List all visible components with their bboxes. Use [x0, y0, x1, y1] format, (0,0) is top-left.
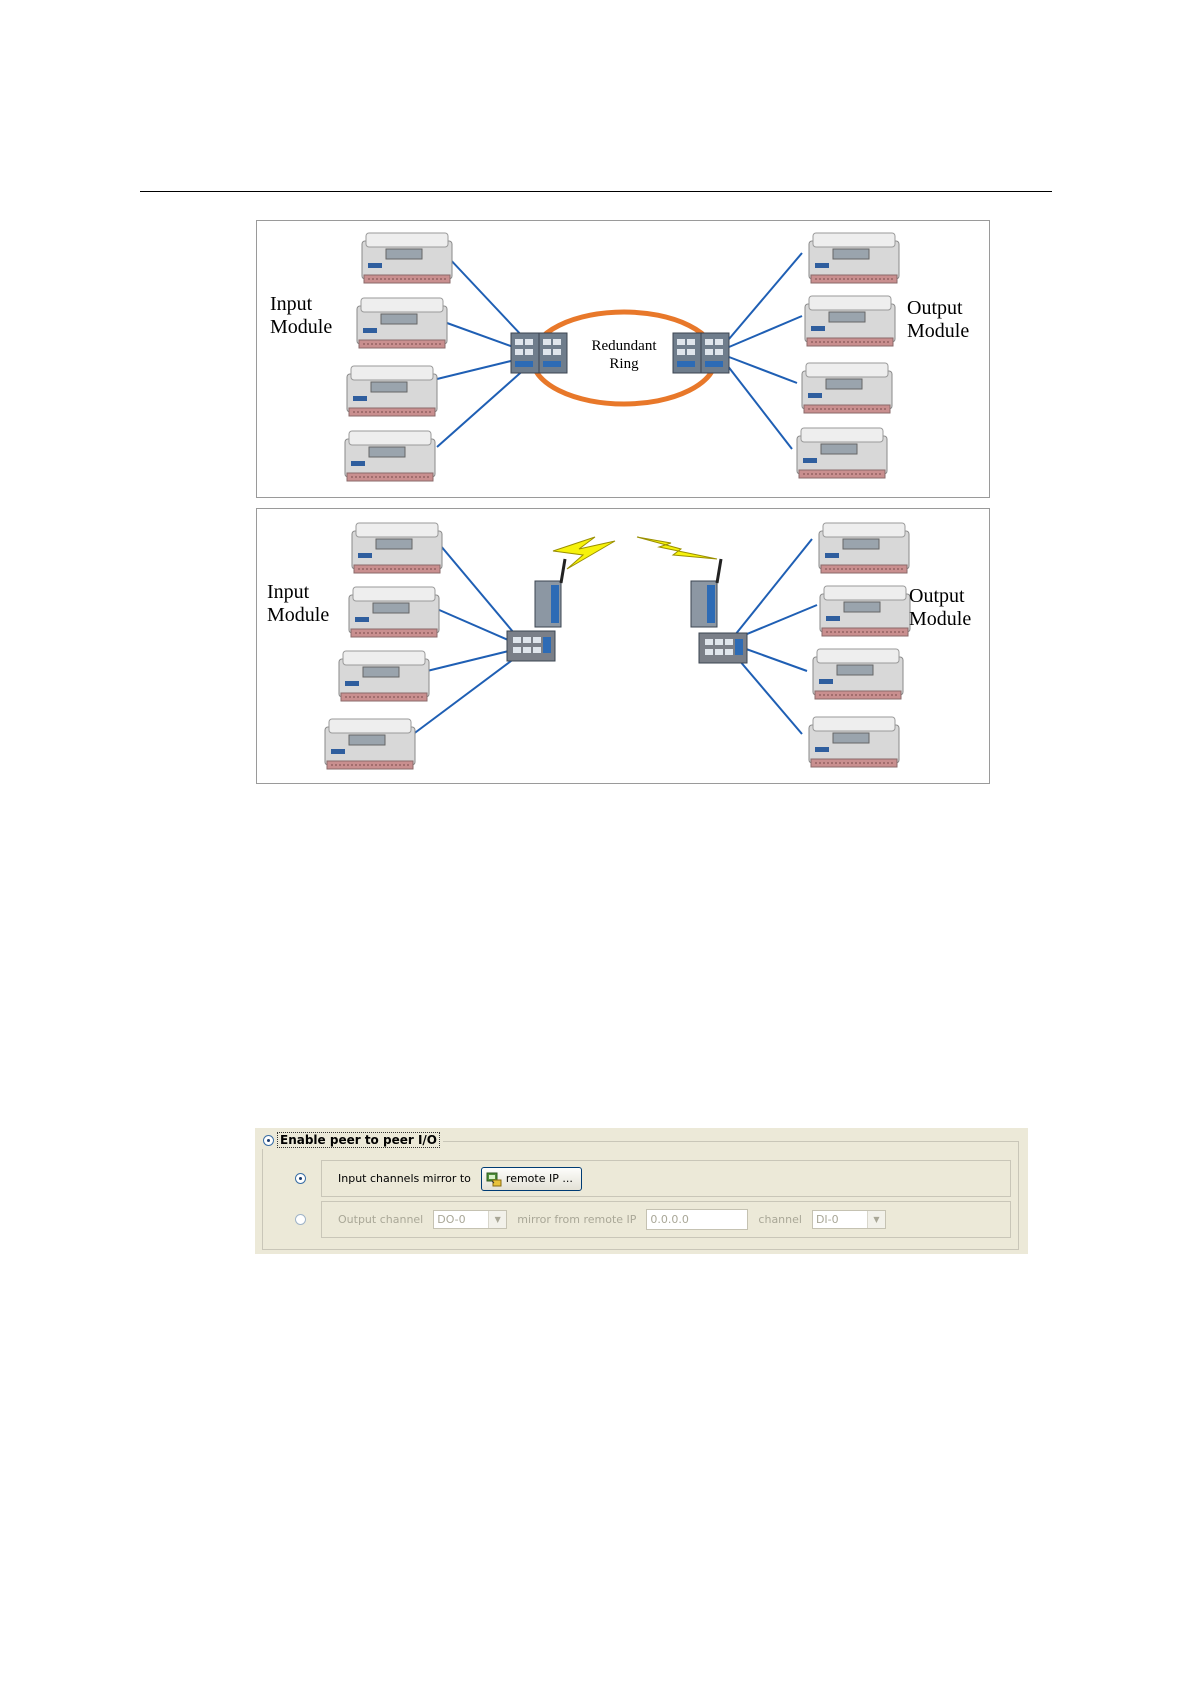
output-mirror-row: Output channel DO-0 ▼ mirror from remote…	[321, 1201, 1011, 1238]
output-module-4	[797, 428, 887, 478]
channel-select[interactable]: DI-0 ▼	[812, 1210, 886, 1229]
input-module-3	[347, 366, 437, 416]
input-module-1	[362, 233, 452, 283]
output-mirror-radio[interactable]	[295, 1214, 306, 1225]
input-module-2	[357, 298, 447, 348]
enable-radio[interactable]	[263, 1135, 274, 1146]
switch-right-a	[673, 333, 701, 373]
mirror-from-label: mirror from remote IP	[517, 1213, 636, 1226]
switch-left-b	[539, 333, 567, 373]
output-module-1	[809, 233, 899, 283]
chevron-down-icon: ▼	[488, 1211, 506, 1228]
chevron-down-icon: ▼	[867, 1211, 885, 1228]
input-mirror-radio[interactable]	[295, 1173, 306, 1184]
output-channel-select[interactable]: DO-0 ▼	[433, 1210, 507, 1229]
input-module-4	[345, 431, 435, 481]
remote-ip-button[interactable]: remote IP ...	[481, 1167, 582, 1191]
header-rule	[140, 191, 1052, 192]
input-mirror-row: Input channels mirror to remote IP ...	[321, 1160, 1011, 1197]
input-mirror-label: Input channels mirror to	[338, 1172, 471, 1185]
output-channel-label: Output channel	[338, 1213, 423, 1226]
switch-left-a	[511, 333, 539, 373]
wireless-diagram	[257, 509, 990, 784]
remote-ip-field[interactable]: 0.0.0.0	[646, 1209, 748, 1230]
network-icon	[486, 1171, 502, 1187]
output-module-2	[805, 296, 895, 346]
output-module-3	[802, 363, 892, 413]
enable-peer-label: Enable peer to peer I/O	[277, 1132, 440, 1148]
enable-peer-to-peer-toggle[interactable]: Enable peer to peer I/O	[261, 1131, 443, 1149]
switch-right-b	[701, 333, 729, 373]
channel-label: channel	[758, 1213, 802, 1226]
peer-to-peer-panel: Enable peer to peer I/O Input channels m…	[255, 1128, 1028, 1254]
